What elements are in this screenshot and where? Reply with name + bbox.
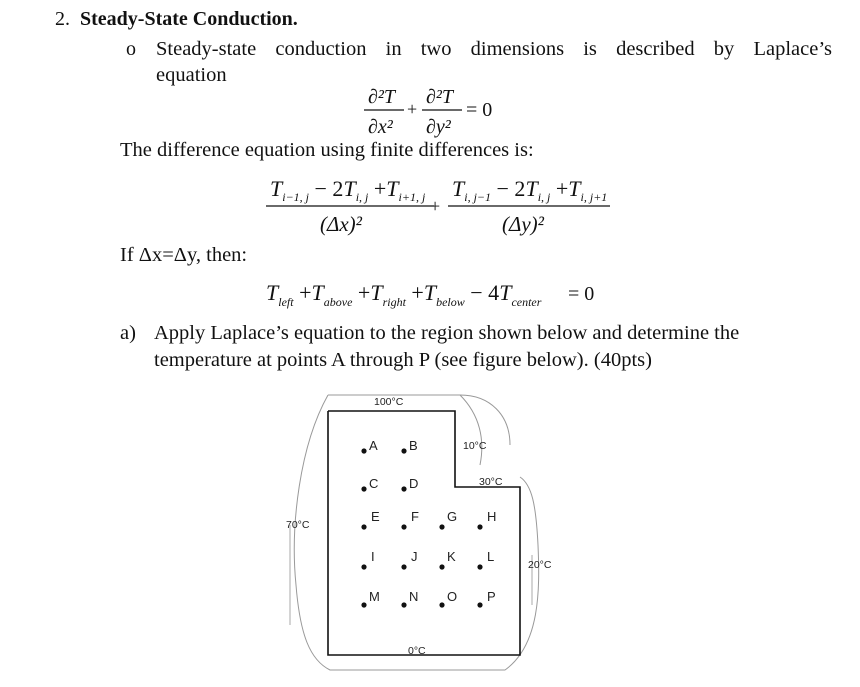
condition-text: If Δx=Δy, then: xyxy=(120,244,248,266)
simplified-rhs: = 0 xyxy=(568,283,594,305)
question-marker: a) xyxy=(120,322,136,344)
grid-points: A B C D E F G H I J K L M N O P xyxy=(361,438,496,608)
point-label-N: N xyxy=(409,589,418,604)
point-dot-H xyxy=(477,524,483,530)
point-dot-C xyxy=(361,486,367,492)
label-right-lower: 20°C xyxy=(528,559,552,571)
laplace-den-1: ∂x² xyxy=(368,116,394,138)
diff-num-1: Ti−1, j − 2Ti, j +Ti+1, j xyxy=(270,176,426,204)
diff-den-1: (Δx)² xyxy=(320,212,363,236)
boundary-top-curve xyxy=(328,394,511,446)
point-label-M: M xyxy=(369,589,380,604)
section-number: 2. xyxy=(55,8,70,30)
section-heading: 2. Steady-State Conduction. xyxy=(55,8,298,31)
point-label-F: F xyxy=(411,509,419,524)
point-label-A: A xyxy=(369,438,378,453)
label-top: 100°C xyxy=(374,396,404,408)
point-label-J: J xyxy=(411,549,418,564)
diff-den-2: (Δy)² xyxy=(502,212,545,236)
point-dot-A xyxy=(361,448,367,454)
point-dot-B xyxy=(401,448,407,454)
simplified-equation: Tleft +Tabove +Tright +Tbelow − 4Tcenter… xyxy=(266,280,594,309)
point-label-E: E xyxy=(371,509,380,524)
point-label-B: B xyxy=(409,438,418,453)
point-dot-J xyxy=(401,564,407,570)
diff-num-2: Ti, j−1 − 2Ti, j +Ti, j+1 xyxy=(452,176,607,204)
difference-equation: Ti−1, j − 2Ti, j +Ti+1, j (Δx)² + Ti, j−… xyxy=(266,176,610,236)
point-label-K: K xyxy=(447,549,456,564)
label-right-upper: 10°C xyxy=(463,440,487,452)
label-left: 70°C xyxy=(286,519,310,531)
diff-plus: + xyxy=(430,196,440,216)
point-label-L: L xyxy=(487,549,494,564)
section-title: Steady-State Conduction. xyxy=(80,8,298,30)
laplace-plus: + xyxy=(407,99,417,119)
bullet-marker: o xyxy=(126,38,136,60)
laplace-rhs: = 0 xyxy=(466,99,492,121)
point-dot-M xyxy=(361,602,367,608)
boundary-outline xyxy=(293,394,540,671)
point-dot-G xyxy=(439,524,445,530)
point-label-I: I xyxy=(371,549,375,564)
region-boundary xyxy=(327,410,521,656)
point-dot-O xyxy=(439,602,445,608)
label-notch: 30°C xyxy=(479,476,503,488)
point-dot-L xyxy=(477,564,483,570)
point-dot-N xyxy=(401,602,407,608)
point-dot-E xyxy=(361,524,367,530)
laplace-num-2: ∂²T xyxy=(426,86,455,108)
point-dot-F xyxy=(401,524,407,530)
difference-intro: The difference equation using finite dif… xyxy=(120,139,534,161)
laplace-equation: ∂²T ∂x² + ∂²T ∂y² = 0 xyxy=(364,86,492,138)
laplace-den-2: ∂y² xyxy=(426,116,452,138)
bullet-text: Steady-state conduction in two dimension… xyxy=(156,36,832,88)
bullet-line-2: equation xyxy=(156,64,227,86)
region-figure: 100°C 70°C 10°C 30°C 20°C 0°C A B C D E … xyxy=(286,394,552,671)
point-label-G: G xyxy=(447,509,457,524)
label-bottom: 0°C xyxy=(408,645,426,657)
point-label-P: P xyxy=(487,589,496,604)
bullet-line-1: Steady-state conduction in two dimension… xyxy=(156,38,832,60)
point-dot-P xyxy=(477,602,483,608)
point-dot-D xyxy=(401,486,407,492)
point-label-D: D xyxy=(409,476,418,491)
point-dot-K xyxy=(439,564,445,570)
point-label-H: H xyxy=(487,509,496,524)
simplified-lhs: Tleft +Tabove +Tright +Tbelow − 4Tcenter xyxy=(266,280,542,309)
point-label-O: O xyxy=(447,589,457,604)
laplace-num-1: ∂²T xyxy=(368,86,397,108)
boundary-notch-curve xyxy=(459,394,483,466)
question-text: Apply Laplace’s equation to the region s… xyxy=(154,322,740,371)
point-label-C: C xyxy=(369,476,378,491)
point-dot-I xyxy=(361,564,367,570)
